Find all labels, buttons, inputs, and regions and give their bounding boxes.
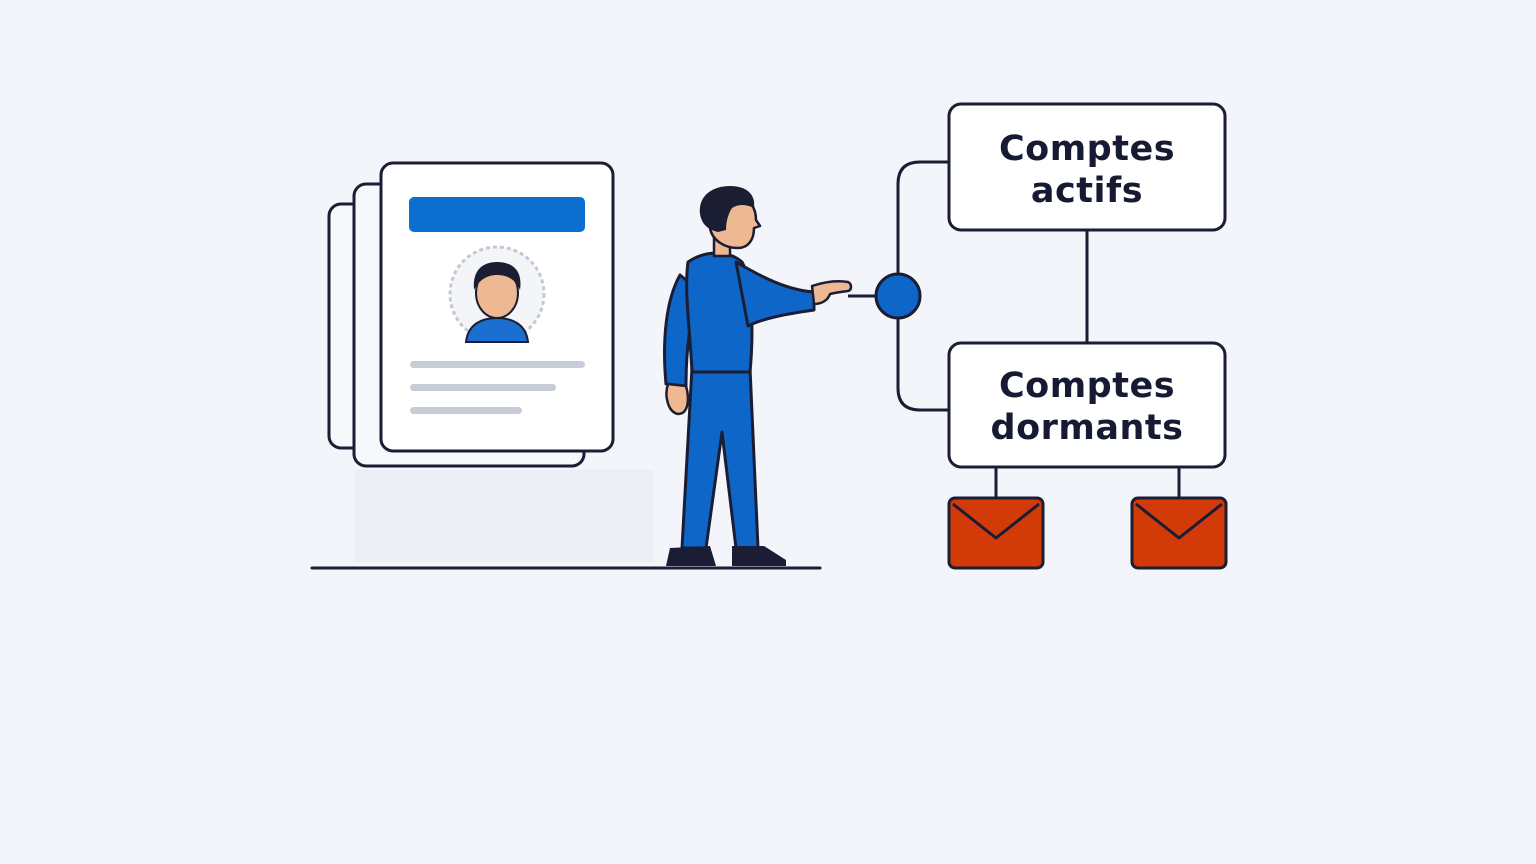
document-text-line <box>410 407 522 414</box>
dormant-accounts-label-line2: dormants <box>991 408 1184 448</box>
envelope-icon <box>1130 496 1228 570</box>
person-pointing-icon <box>663 186 853 566</box>
document-header-bar <box>409 197 585 232</box>
user-profile-card-icon <box>327 161 615 468</box>
dormant-accounts-box: Comptes dormants <box>947 341 1227 469</box>
envelope-icon <box>947 496 1045 570</box>
junction-node-icon <box>874 272 922 320</box>
branch-to-active <box>896 160 950 274</box>
document-text-line <box>410 361 585 368</box>
active-accounts-label-line2: actifs <box>1031 171 1143 211</box>
avatar-icon <box>448 245 546 343</box>
dormant-accounts-label-line1: Comptes <box>999 366 1175 406</box>
active-accounts-box: Comptes actifs <box>947 102 1227 232</box>
document-text-line <box>410 384 556 391</box>
document-shadow <box>354 470 654 562</box>
active-accounts-label-line1: Comptes <box>999 129 1175 169</box>
branch-to-dormant <box>896 318 950 412</box>
